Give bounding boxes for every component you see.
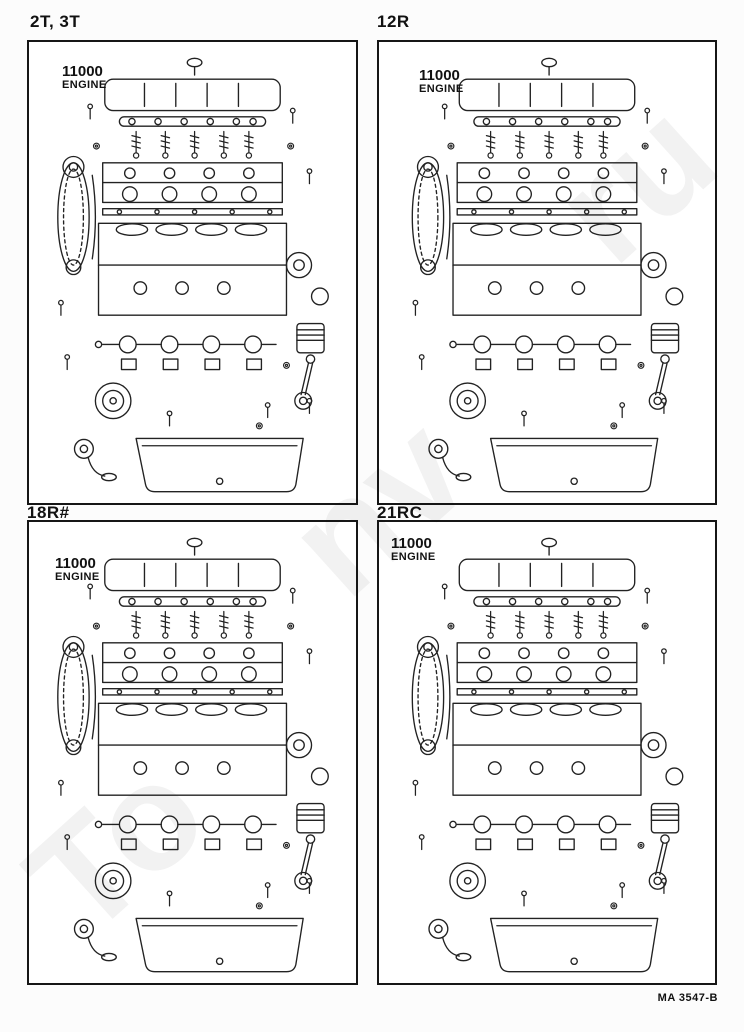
panel-code-21rc: 21RC — [377, 503, 423, 522]
part-name: ENGINE — [62, 78, 107, 91]
engine-part-label: 11000 ENGINE — [55, 556, 100, 583]
part-number: 11000 — [419, 67, 460, 84]
panel-21rc: 11000 ENGINE — [377, 520, 717, 985]
engine-part-label: 11000 ENGINE — [62, 64, 107, 91]
part-name: ENGINE — [391, 550, 436, 563]
panel-code-2t-3t: 2T, 3T — [30, 12, 81, 31]
part-number: 11000 — [55, 555, 96, 572]
exploded-engine-diagram — [383, 50, 711, 499]
part-name: ENGINE — [55, 570, 100, 583]
engine-part-label: 11000 ENGINE — [391, 536, 436, 563]
panel-2t-3t: 11000 ENGINE — [27, 40, 358, 505]
panel-code-18r: 18R# — [27, 503, 70, 522]
page-reference-code: MA 3547-B — [657, 992, 718, 1004]
engine-part-label: 11000 ENGINE — [419, 68, 464, 95]
part-number: 11000 — [391, 535, 432, 552]
panel-12r: 11000 ENGINE — [377, 40, 717, 505]
exploded-engine-diagram — [33, 530, 352, 979]
exploded-engine-diagram — [33, 50, 352, 499]
part-name: ENGINE — [419, 82, 464, 95]
panel-18r: 11000 ENGINE — [27, 520, 358, 985]
part-number: 11000 — [62, 63, 103, 80]
exploded-engine-diagram — [383, 530, 711, 979]
panel-code-12r: 12R — [377, 12, 410, 31]
